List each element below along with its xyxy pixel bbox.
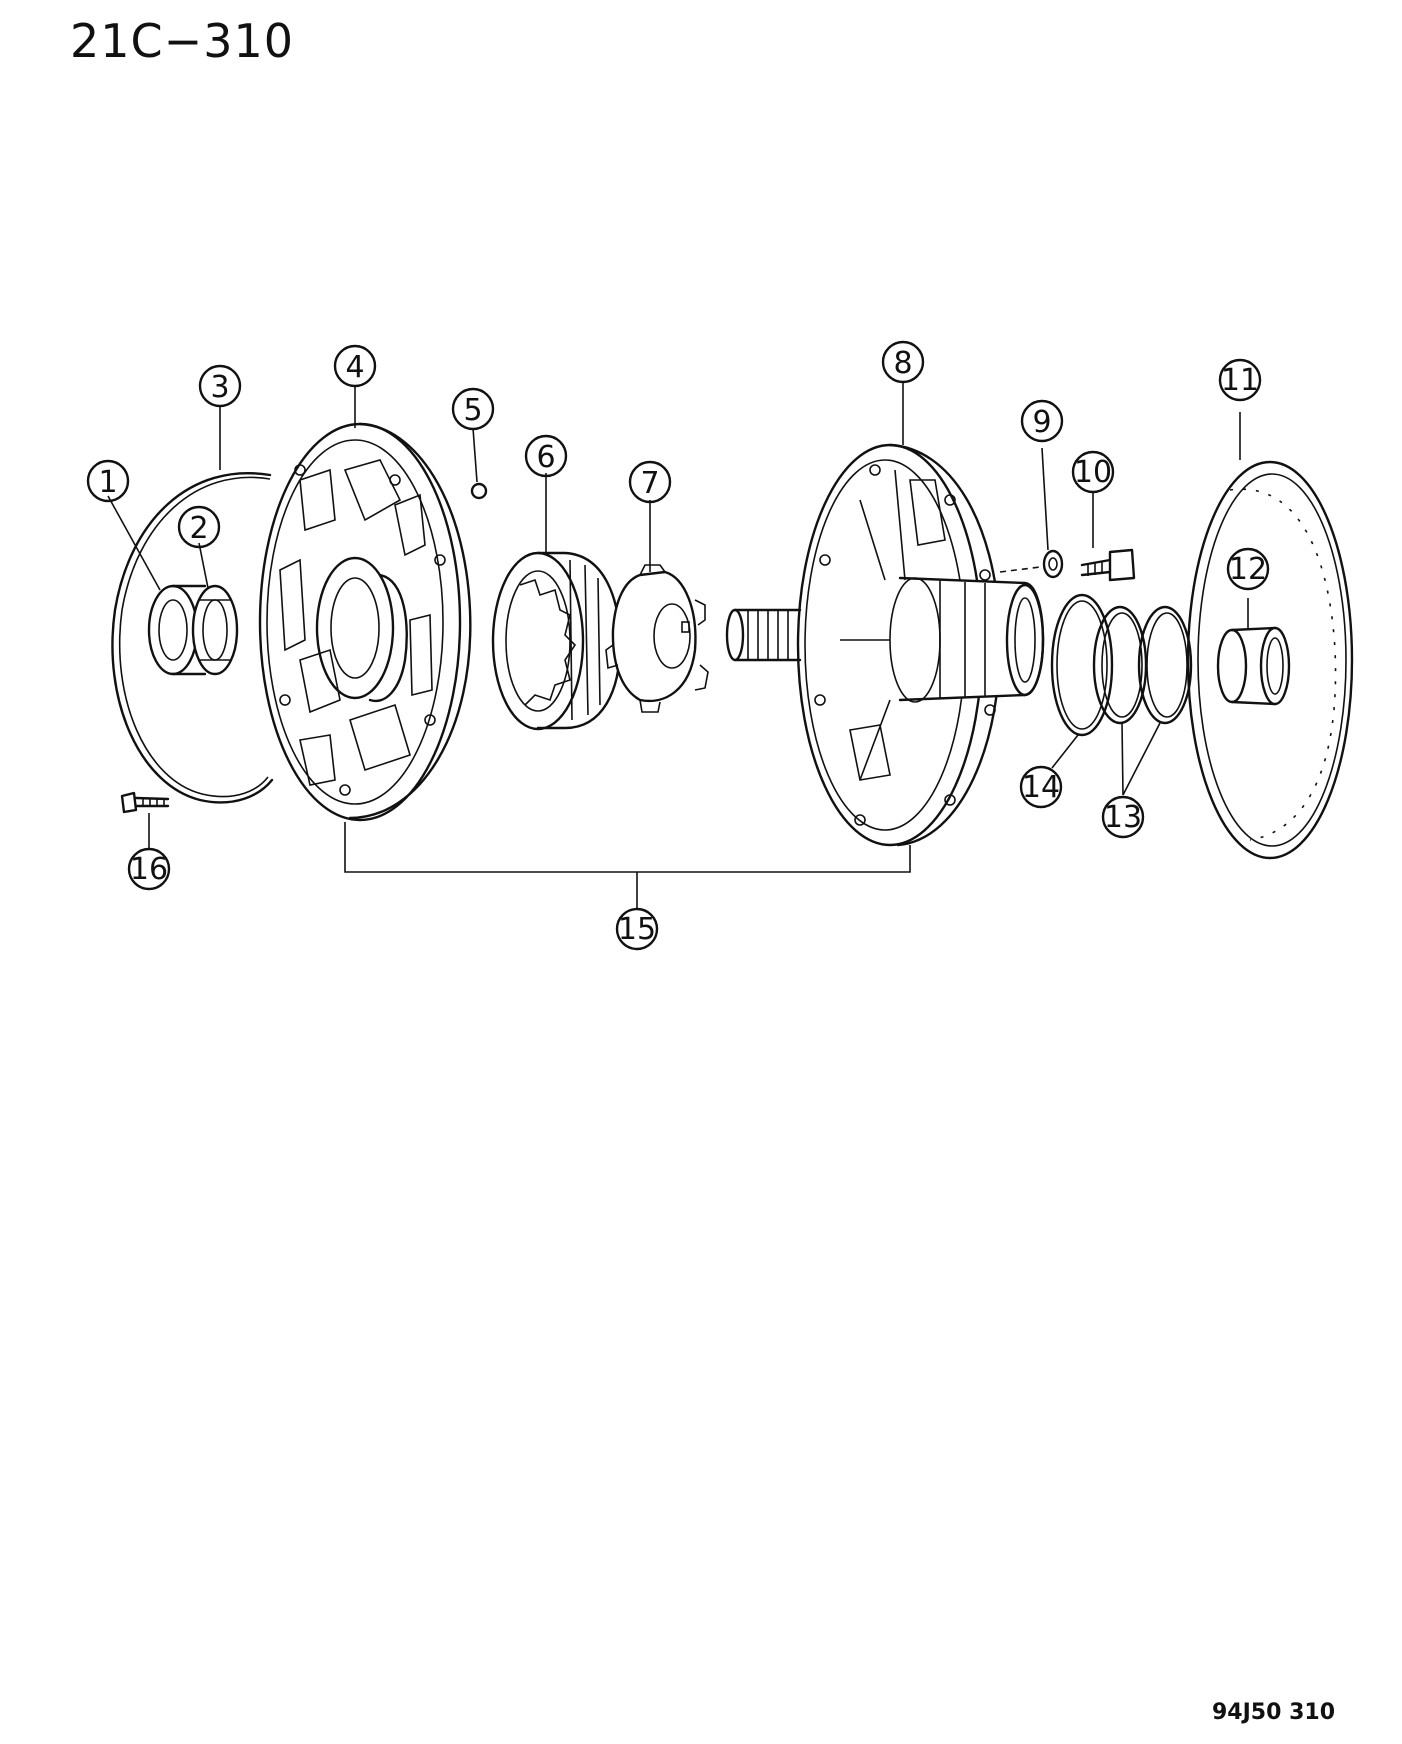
part-13-seal-rings [1092,605,1193,725]
callout-15: 15 [615,907,659,951]
part-7-inner-gear [605,564,709,713]
part-11-gasket [1186,460,1354,860]
callout-label: 1 [98,465,117,500]
callout-label: 10 [1074,455,1112,490]
callout-6: 6 [524,434,568,478]
callout-label: 7 [640,466,659,501]
callout-label: 8 [893,346,912,381]
callout-label: 3 [210,370,229,405]
callout-2: 2 [177,505,221,549]
part-16-screw [120,791,170,814]
callout-label: 11 [1221,363,1259,398]
callout-label: 5 [463,393,482,428]
callout-10: 10 [1071,450,1115,494]
callout-14: 14 [1019,765,1063,809]
part-5-check-ball [470,482,488,500]
callout-label: 13 [1104,800,1142,835]
callout-label: 9 [1032,405,1051,440]
callout-label: 16 [130,852,168,887]
callout-3: 3 [198,364,242,408]
part-9-washer [999,549,1064,579]
part-6-outer-gear [491,551,622,731]
part-10-bolt [1080,548,1136,582]
part-8-pump-cover [725,443,1045,847]
callout-label: 12 [1229,552,1267,587]
callout-11: 11 [1218,358,1262,402]
callout-7: 7 [628,460,672,504]
callout-16: 16 [127,847,171,891]
leader-lines [107,381,1249,908]
callout-1: 1 [86,459,130,503]
part-4-pump-body [258,422,472,822]
callout-label: 4 [345,350,364,385]
callout-5: 5 [451,387,495,431]
callout-9: 9 [1020,399,1064,443]
part-12-bushing [1216,626,1291,706]
callout-13: 13 [1101,795,1145,839]
callout-label: 2 [189,511,208,546]
callout-label: 6 [536,440,555,475]
callout-label: 15 [618,912,656,947]
callout-8: 8 [881,340,925,384]
callout-label: 14 [1022,770,1060,805]
callout-4: 4 [333,344,377,388]
part-3-oring [111,472,274,804]
part-2-bushing [191,584,239,676]
part-14-oring [1050,593,1114,737]
figure-code: 94J50 310 [1212,1700,1335,1725]
page-title: 21C−310 [70,14,294,68]
callout-12: 12 [1226,547,1270,591]
